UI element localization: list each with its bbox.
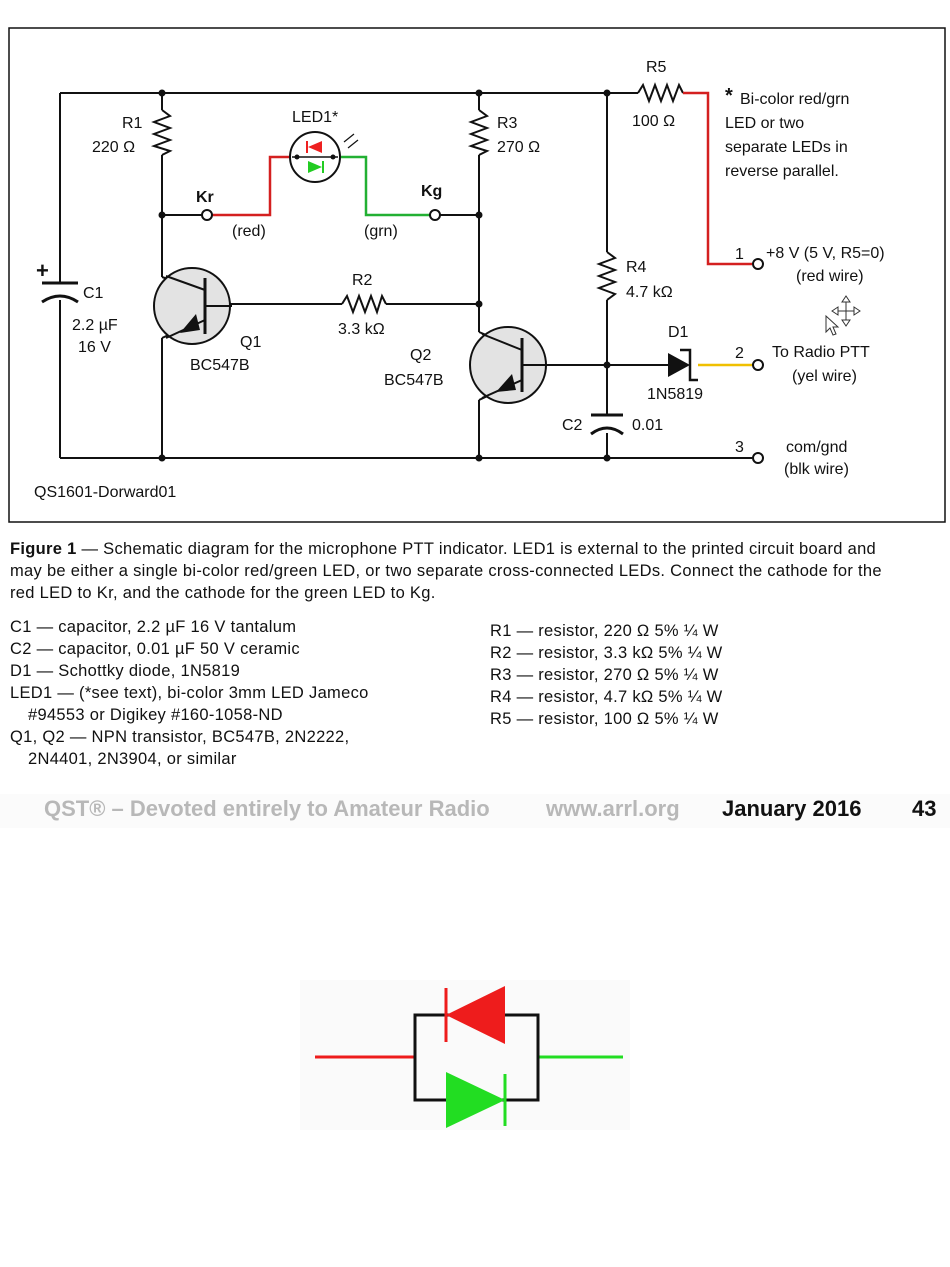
footer-magazine: QST® – Devoted entirely to Amateur Radio	[44, 796, 490, 821]
part-item: R1 — resistor, 220 Ω 5% ¼ W	[490, 622, 719, 640]
bicolor-led-detail	[300, 980, 630, 1130]
caption-text: — Schematic diagram for the microphone P…	[10, 540, 882, 602]
kr-label: Kr	[196, 189, 214, 206]
connector-sublabel: (yel wire)	[792, 368, 857, 385]
led-green-wire	[338, 155, 430, 217]
figure-id: QS1601-Dorward01	[34, 484, 176, 501]
r5-symbol	[637, 82, 684, 104]
connector-label: com/gnd	[786, 439, 847, 456]
part-item: Q1, Q2 — NPN transistor, BC547B, 2N2222,	[10, 728, 350, 746]
footnote-line: reverse parallel.	[725, 163, 839, 180]
footnote-line: LED or two	[725, 115, 804, 132]
red-wire	[683, 91, 752, 266]
move-cursor-icon	[825, 295, 861, 336]
footer-date: January 2016	[722, 796, 862, 821]
kg-label: Kg	[421, 183, 442, 200]
led1-symbol	[289, 131, 359, 183]
r3-symbol	[467, 109, 490, 156]
figure-caption: Figure 1 — Schematic diagram for the mic…	[10, 538, 910, 604]
part-item: C1 — capacitor, 2.2 µF 16 V tantalum	[10, 618, 297, 636]
d1-type: 1N5819	[647, 386, 703, 403]
footnote-line: separate LEDs in	[725, 139, 848, 156]
q1-label: Q1	[240, 334, 261, 351]
led1-label: LED1*	[292, 109, 338, 126]
r1-label: R1	[122, 115, 143, 132]
d1-label: D1	[668, 324, 689, 341]
led-detail-red-diode	[446, 986, 505, 1044]
c2-value: 0.01	[632, 417, 663, 434]
footnote-line: Bi-color red/grn	[740, 91, 849, 108]
part-item: R4 — resistor, 4.7 kΩ 5% ¼ W	[490, 688, 723, 706]
r2-label: R2	[352, 272, 373, 289]
r5-label: R5	[646, 59, 667, 76]
schematic-diagram: R1 220 Ω R3 270 Ω LED1* Kr (red) Kg (grn…	[8, 27, 946, 523]
q2-type: BC547B	[384, 372, 444, 389]
connector-label: To Radio PTT	[772, 344, 870, 361]
page-footer: QST® – Devoted entirely to Amateur Radio…	[0, 794, 950, 828]
c2-label: C2	[562, 417, 583, 434]
part-item: R2 — resistor, 3.3 kΩ 5% ¼ W	[490, 644, 723, 662]
caption-lead: Figure 1	[10, 540, 77, 558]
parts-list-right: R1 — resistor, 220 Ω 5% ¼ W R2 — resisto…	[490, 620, 930, 730]
part-item: LED1 — (*see text), bi-color 3mm LED Jam…	[10, 684, 369, 702]
footer-page-number: 43	[912, 796, 937, 821]
junction-dots	[158, 89, 611, 462]
q2-label: Q2	[410, 347, 431, 364]
part-item: R5 — resistor, 100 Ω 5% ¼ W	[490, 710, 719, 728]
c1-value-1: 2.2 µF	[72, 317, 118, 334]
r2-value: 3.3 kΩ	[338, 321, 385, 338]
terminals	[201, 209, 764, 464]
r4-symbol	[596, 251, 618, 301]
kg-note: (grn)	[364, 223, 398, 240]
q1-symbol	[153, 267, 232, 345]
c1-polarity: +	[36, 258, 49, 283]
kr-note: (red)	[232, 223, 266, 240]
r4-label: R4	[626, 259, 647, 276]
r5-value: 100 Ω	[632, 113, 675, 130]
connector-label: +8 V (5 V, R5=0)	[766, 245, 885, 262]
connector-sublabel: (red wire)	[796, 268, 864, 285]
part-item: C2 — capacitor, 0.01 µF 50 V ceramic	[10, 640, 300, 658]
part-item: R3 — resistor, 270 Ω 5% ¼ W	[490, 666, 719, 684]
c1-value-2: 16 V	[78, 339, 111, 356]
connector-number: 3	[735, 439, 744, 456]
led-red-wire	[212, 155, 292, 217]
connector-number: 1	[735, 246, 744, 263]
r2-symbol	[341, 293, 387, 316]
part-item: D1 — Schottky diode, 1N5819	[10, 662, 241, 680]
connector-number: 2	[735, 345, 744, 362]
r3-label: R3	[497, 115, 518, 132]
r3-value: 270 Ω	[497, 139, 540, 156]
c2-symbol	[590, 413, 624, 436]
q2-symbol	[469, 326, 548, 404]
c1-symbol	[41, 281, 79, 304]
footer-url: www.arrl.org	[546, 796, 680, 821]
part-item-continuation: #94553 or Digikey #160-1058-ND	[28, 706, 283, 724]
r4-value: 4.7 kΩ	[626, 284, 673, 301]
part-item-continuation: 2N4401, 2N3904, or similar	[28, 750, 237, 768]
c1-label: C1	[83, 285, 104, 302]
connector-sublabel: (blk wire)	[784, 461, 849, 478]
q1-type: BC547B	[190, 357, 250, 374]
r1-symbol	[150, 109, 173, 156]
parts-list-left: C1 — capacitor, 2.2 µF 16 V tantalum C2 …	[10, 616, 470, 770]
footnote-star: *	[725, 85, 733, 107]
led-detail-green-diode	[446, 1072, 505, 1128]
r1-value: 220 Ω	[92, 139, 135, 156]
d1-symbol	[668, 348, 698, 382]
schematic-frame	[8, 27, 946, 523]
